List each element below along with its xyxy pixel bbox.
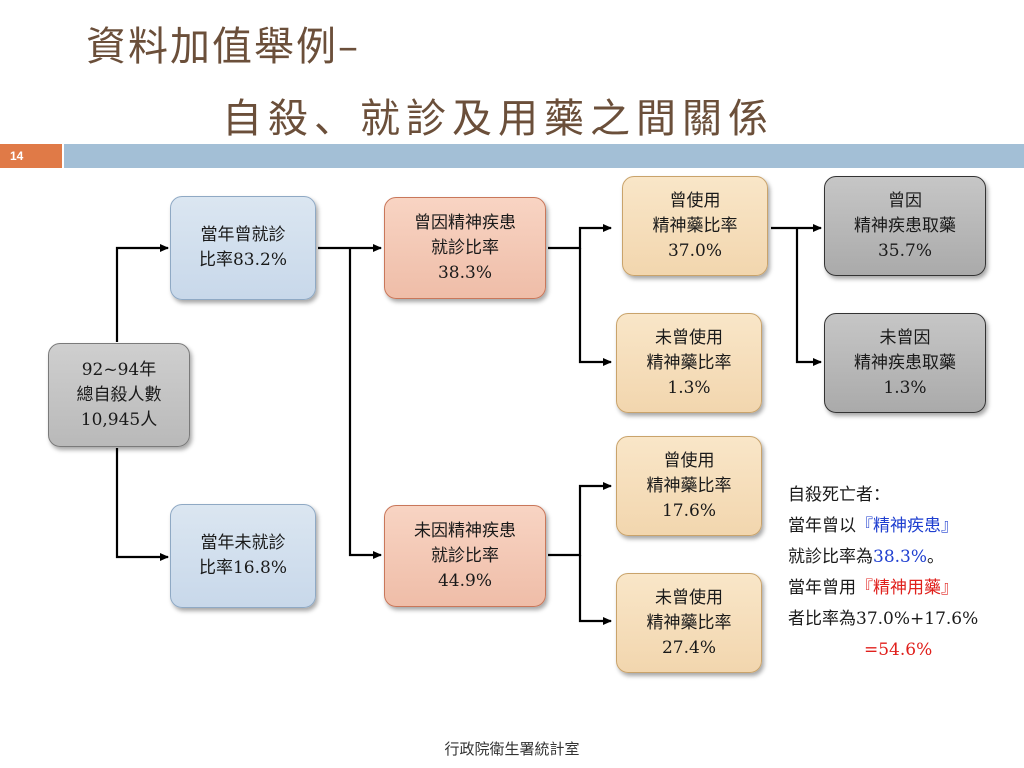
box-nonpsych-notused-drug: 未曾使用 精神藥比率 27.4% [616, 573, 762, 673]
box-took-line2: 精神疾患取藥 [854, 215, 956, 236]
note-line4-highlight: 『精神用藥』 [856, 578, 958, 598]
note-line3: 就診比率為38.3%。 [788, 542, 978, 573]
box-visited-line2: 比率83.2% [198, 250, 287, 270]
box-visited-line1: 當年曾就診 [200, 225, 286, 245]
note-line4-text: 當年曾用 [788, 578, 856, 598]
box-not-visited-line1: 當年未就診 [200, 533, 286, 553]
connector-nonpsych-used [548, 482, 612, 557]
box-psych-visit-line1: 曾因精神疾患 [414, 212, 516, 233]
slide-title-line2: 自殺、就診及用藥之間關係 [222, 96, 774, 142]
connector-total-notvisited [115, 448, 169, 561]
footer-source: 行政院衛生署統計室 [444, 740, 580, 758]
box-psych-notused-line2: 精神藥比率 [646, 352, 732, 373]
box-nonpsych-visit-line1: 未因精神疾患 [414, 520, 516, 541]
connector-psych-notused [578, 248, 612, 366]
box-total-line1: 92~94年 [81, 359, 157, 380]
box-not-took-psych-drug: 未曾因 精神疾患取藥 1.3% [824, 313, 986, 413]
box-psych-used-line3: 37.0% [667, 240, 722, 261]
box-nonpsych-used-drug: 曾使用 精神藥比率 17.6% [616, 436, 762, 536]
note-line2-highlight: 『精神疾患』 [856, 516, 958, 536]
box-total-suicides: 92~94年 總自殺人數 10,945人 [48, 343, 190, 447]
box-psych-notused-line1: 未曾使用 [655, 327, 723, 348]
box-nottook-line3: 1.3% [883, 377, 927, 398]
box-nonpsych-visit: 未因精神疾患 就診比率 44.9% [384, 505, 546, 607]
connector-psych-used [548, 224, 612, 250]
connector-used-nottook [795, 228, 822, 366]
box-nonpsych-used-line1: 曾使用 [663, 450, 715, 471]
box-nonpsych-visit-line2: 就診比率 [431, 545, 499, 566]
box-nonpsych-used-line2: 精神藥比率 [646, 475, 732, 496]
slide-title-line1: 資料加值舉例– [86, 24, 360, 70]
note-line2-text: 當年曾以 [788, 516, 856, 536]
box-took-psych-drug: 曾因 精神疾患取藥 35.7% [824, 176, 986, 276]
box-nottook-line1: 未曾因 [879, 327, 931, 348]
note-line5: 者比率為37.0%+17.6% [788, 609, 979, 629]
note-line3-period: 。 [927, 547, 945, 567]
box-nonpsych-notused-line1: 未曾使用 [655, 587, 723, 608]
box-psych-used-drug: 曾使用 精神藥比率 37.0% [622, 176, 768, 276]
box-psych-visit-line2: 就診比率 [431, 237, 499, 258]
note-line3-text: 就診比率為 [788, 547, 873, 567]
box-psych-notused-drug: 未曾使用 精神藥比率 1.3% [616, 313, 762, 413]
summary-note: 自殺死亡者： 當年曾以『精神疾患』 就診比率為38.3%。 當年曾用『精神用藥』… [788, 480, 978, 666]
note-line6-total: =54.6% [864, 640, 933, 660]
box-nonpsych-visit-line3: 44.9% [437, 570, 492, 591]
box-nonpsych-used-line3: 17.6% [661, 500, 716, 521]
box-total-line3: 10,945人 [80, 409, 158, 430]
box-not-visited-line2: 比率16.8% [198, 558, 287, 578]
box-psych-used-line2: 精神藥比率 [652, 215, 738, 236]
box-nonpsych-notused-line2: 精神藥比率 [646, 612, 732, 633]
note-line1: 自殺死亡者： [788, 485, 890, 505]
note-line2: 當年曾以『精神疾患』 [788, 511, 978, 542]
box-not-visited: 當年未就診 比率16.8% [170, 504, 316, 608]
box-psych-visit: 曾因精神疾患 就診比率 38.3% [384, 197, 546, 299]
note-line4: 當年曾用『精神用藥』 [788, 573, 978, 604]
connector-nonpsych-notused [578, 555, 612, 625]
connector-visited-nonpsych [348, 248, 382, 559]
box-took-line1: 曾因 [888, 190, 922, 211]
box-took-line3: 35.7% [877, 240, 932, 261]
box-psych-visit-line3: 38.3% [437, 262, 492, 283]
box-nonpsych-notused-line3: 27.4% [661, 637, 716, 658]
box-visited: 當年曾就診 比率83.2% [170, 196, 316, 300]
title-divider-bar [64, 144, 1024, 168]
note-line3-value: 38.3% [873, 547, 928, 567]
box-psych-used-line1: 曾使用 [669, 190, 721, 211]
box-total-line2: 總自殺人數 [76, 384, 162, 405]
connector-total-visited [115, 244, 169, 342]
box-nottook-line2: 精神疾患取藥 [854, 352, 956, 373]
box-psych-notused-line3: 1.3% [667, 377, 711, 398]
page-number: 14 [0, 144, 62, 168]
